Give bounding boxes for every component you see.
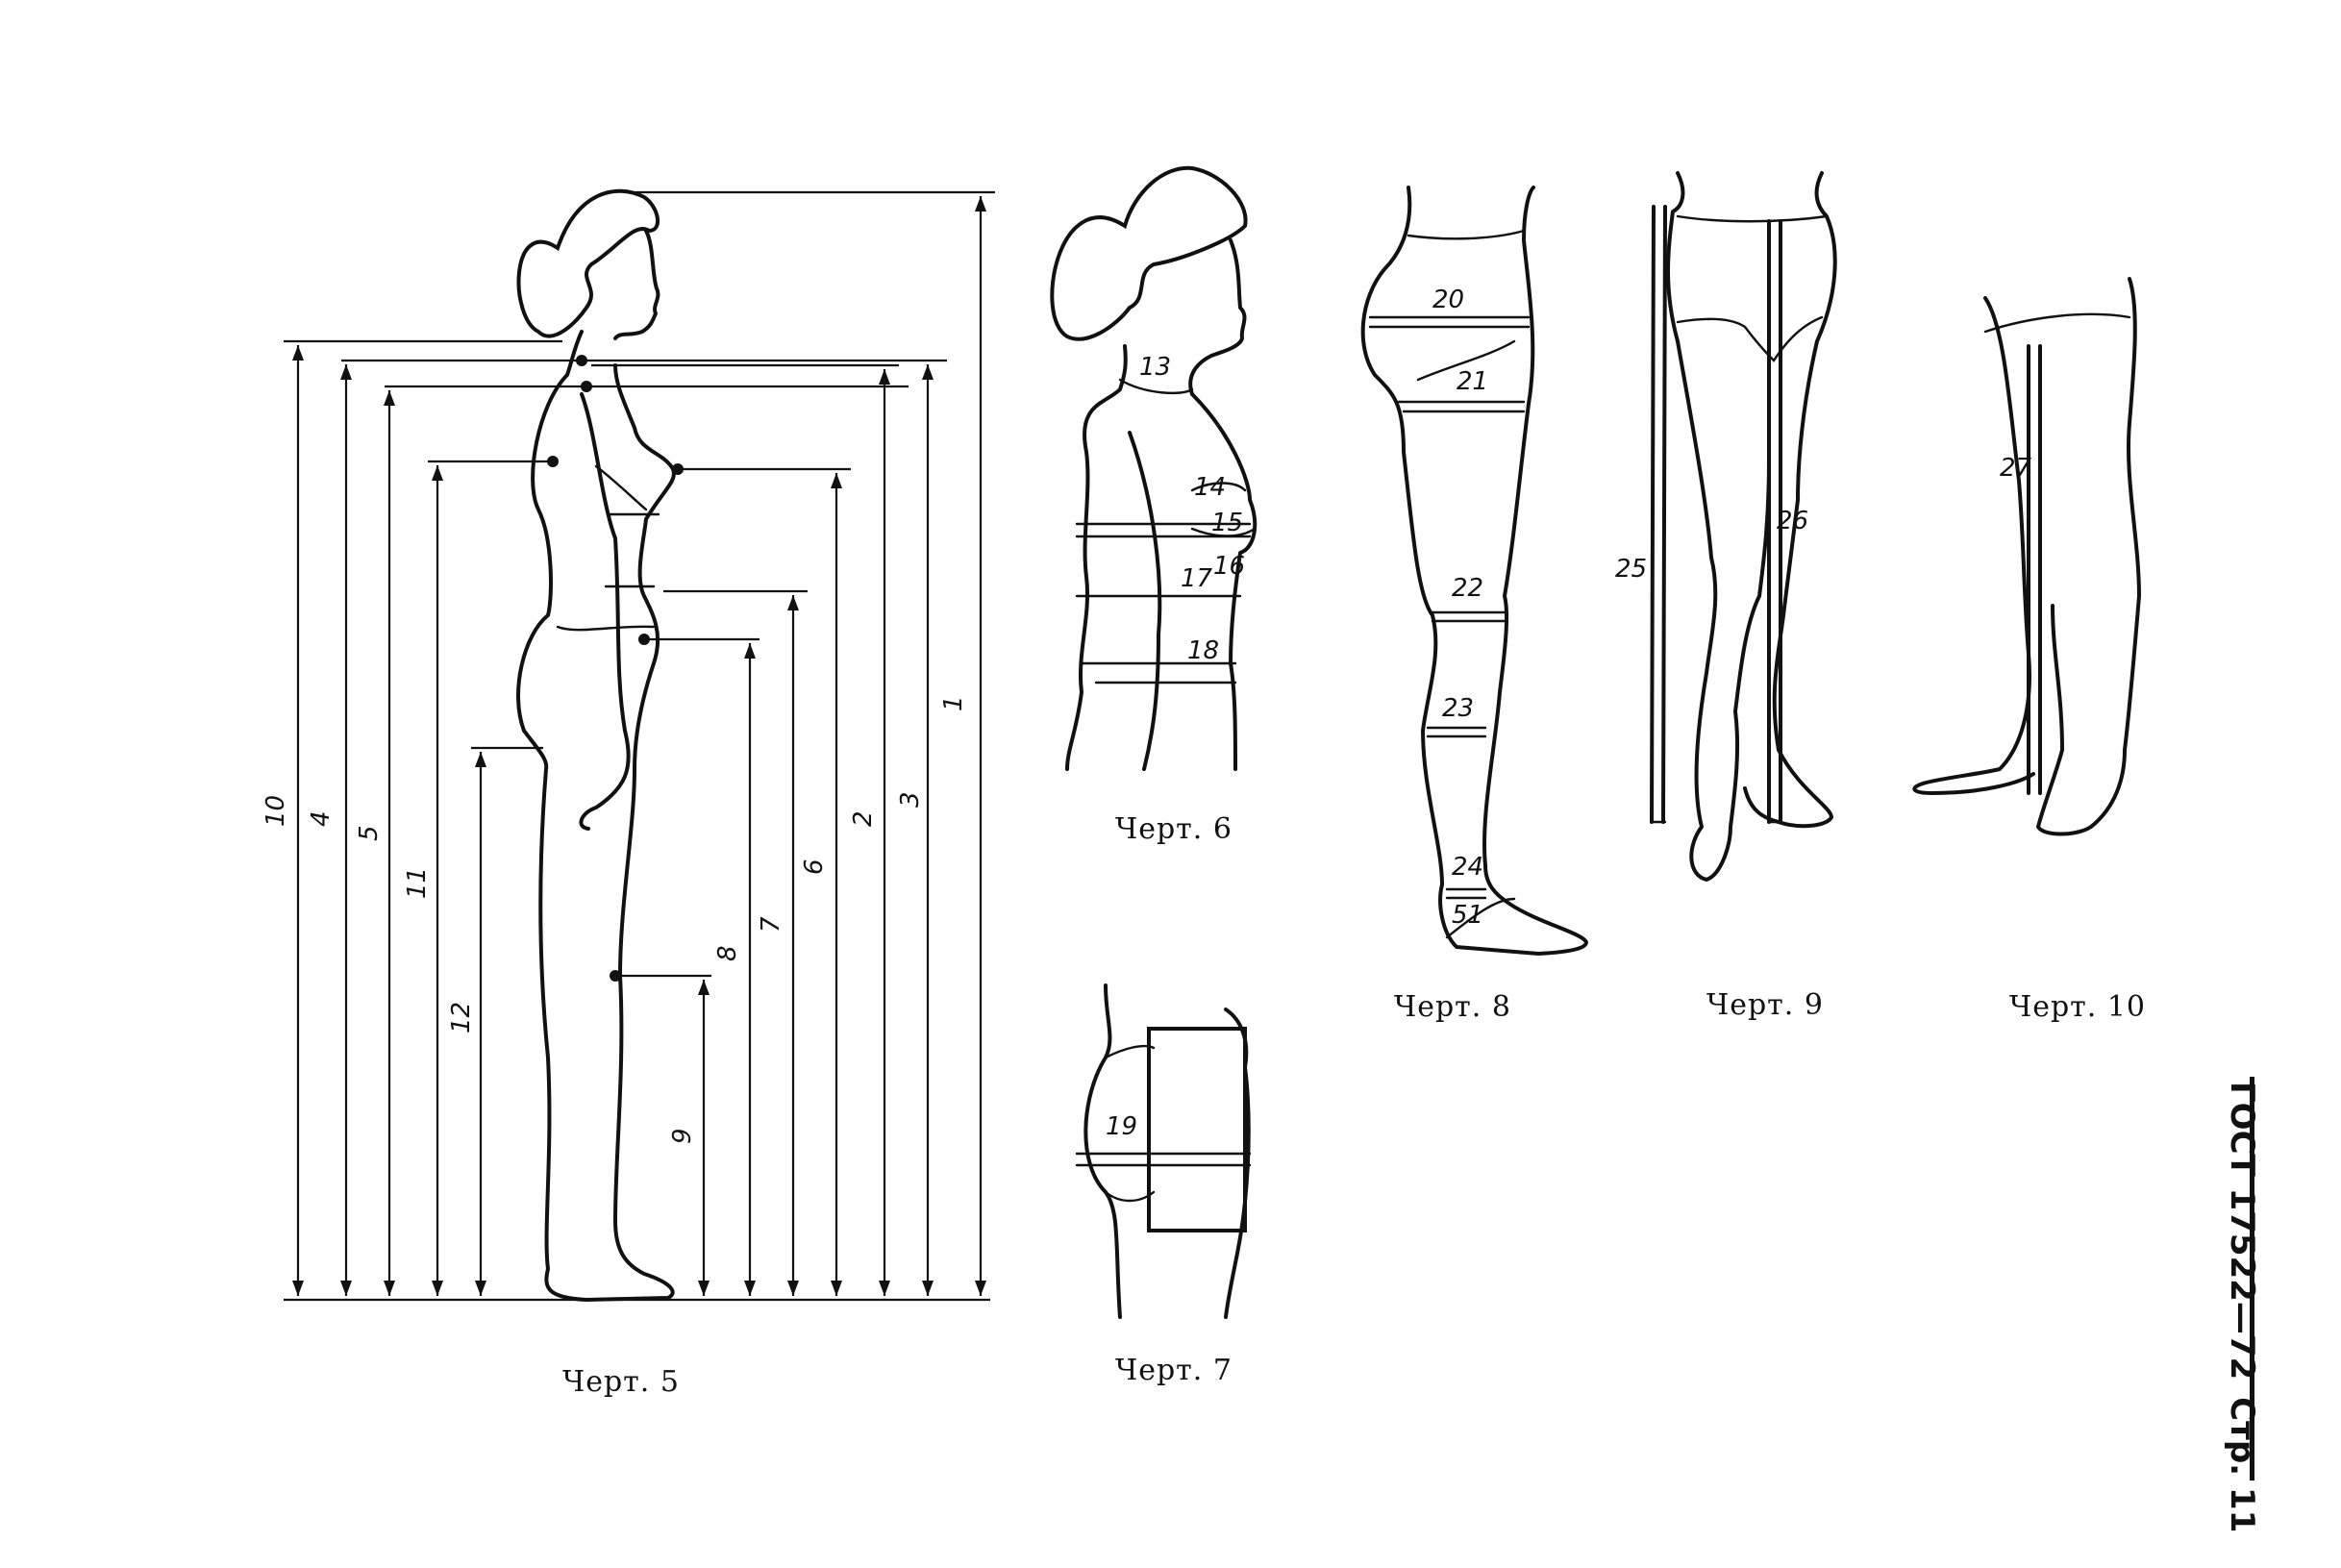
caption-figure-6: Черт. 6 (1115, 812, 1233, 846)
dim-label-10: 10 (261, 795, 290, 827)
fig6-label-13: 13 (1139, 353, 1171, 382)
dim-label-12: 12 (447, 1002, 476, 1033)
fig8-label-22: 22 (1452, 574, 1483, 603)
fig6-label-16: 16 (1213, 552, 1245, 581)
figure-8-leg-profile: 20 21 22 23 24 51 (1360, 186, 1588, 956)
dim-label-1: 1 (939, 695, 968, 711)
fig8-label-20: 20 (1432, 286, 1464, 314)
dim-label-2: 2 (849, 810, 878, 827)
margin-rule (2250, 1077, 2254, 1481)
fig6-label-18: 18 (1187, 636, 1219, 665)
dim-label-8: 8 (713, 945, 742, 961)
caption-figure-9: Черт. 9 (1706, 988, 1824, 1022)
fig9-label-25: 25 (1615, 555, 1647, 584)
caption-figure-10: Черт. 10 (2009, 990, 2146, 1024)
figure-7-hip-measure: 19 (1075, 983, 1252, 1319)
fig7-label-19: 19 (1106, 1112, 1137, 1141)
fig8-label-21: 21 (1457, 367, 1488, 396)
dim-label-9: 9 (668, 1128, 697, 1144)
dim-label-6: 6 (800, 859, 829, 875)
figure-5-full-body: 1 2 3 4 5 6 7 8 9 10 11 12 (261, 188, 995, 1302)
page-header: ГОСТ 17522—72 Стр. 11 (2216, 1082, 2268, 1532)
dim-label-4: 4 (307, 810, 336, 827)
dim-label-7: 7 (757, 916, 785, 933)
dim-label-5: 5 (355, 825, 384, 841)
fig6-label-17: 17 (1181, 564, 1213, 593)
fig9-label-26: 26 (1777, 507, 1808, 535)
page-number: Стр. 11 (2223, 1397, 2261, 1533)
fig6-label-14: 14 (1194, 473, 1226, 502)
fig6-label-15: 15 (1211, 509, 1243, 537)
caption-figure-5: Черт. 5 (562, 1365, 680, 1399)
fig8-label-23: 23 (1442, 694, 1474, 723)
fig8-label-51: 51 (1452, 901, 1483, 930)
figure-9-legs-front: 25 26 (1615, 171, 1837, 882)
fig10-label-27: 27 (2000, 454, 2032, 483)
caption-figure-7: Черт. 7 (1115, 1354, 1233, 1387)
dim-label-11: 11 (403, 867, 432, 899)
fig8-label-24: 24 (1452, 853, 1483, 882)
caption-figure-8: Черт. 8 (1394, 990, 1511, 1024)
figure-10-legs-side: 27 (1912, 277, 2141, 836)
dim-label-3: 3 (896, 791, 925, 808)
standard-number: ГОСТ 17522—72 (2223, 1082, 2261, 1381)
figure-6-torso-profile: 13 14 15 16 17 18 (1050, 165, 1258, 771)
